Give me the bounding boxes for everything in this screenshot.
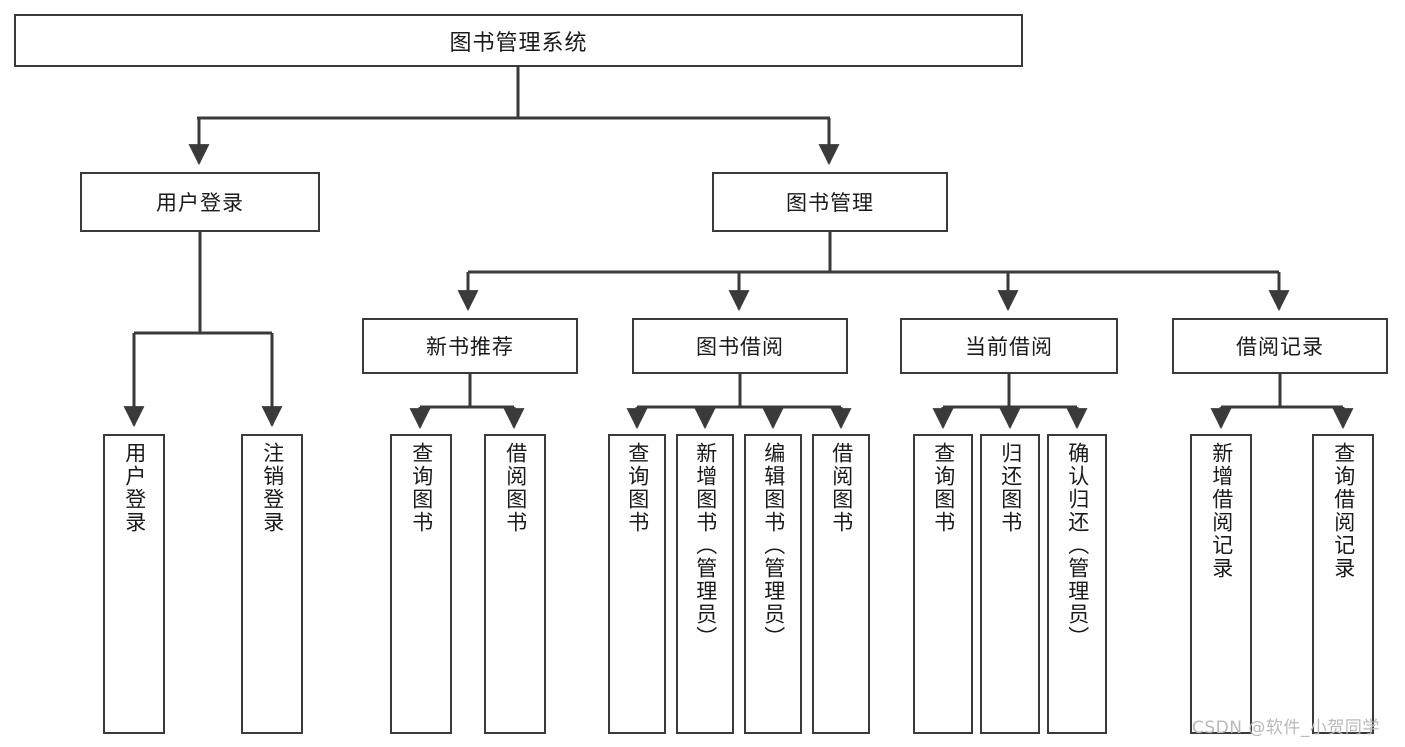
- csdn-watermark: CSDN @软件_小贺同学: [1192, 718, 1380, 738]
- node-user-login[interactable]: 用户登录: [80, 172, 320, 232]
- leaf-query-book-current-label: 查询图书: [931, 442, 956, 534]
- node-new-book-recommend[interactable]: 新书推荐: [362, 318, 578, 374]
- node-book-borrow[interactable]: 图书借阅: [632, 318, 848, 374]
- leaf-borrow-book-label: 借阅图书: [829, 442, 854, 534]
- leaf-query-book-recommend[interactable]: 查询图书: [390, 434, 452, 734]
- leaf-query-book-recommend-label: 查询图书: [409, 442, 434, 534]
- node-current-borrow-label: 当前借阅: [965, 335, 1053, 359]
- leaf-edit-book-admin-label: 编辑图书（管理员）: [761, 442, 786, 649]
- leaf-return-book[interactable]: 归还图书: [980, 434, 1040, 734]
- leaf-user-login-label: 用户登录: [122, 442, 147, 534]
- leaf-return-book-label: 归还图书: [998, 442, 1023, 534]
- node-borrow-record-label: 借阅记录: [1236, 335, 1324, 359]
- leaf-borrow-book[interactable]: 借阅图书: [812, 434, 870, 734]
- leaf-user-logout-label: 注销登录: [260, 442, 285, 534]
- leaf-query-book-borrow-label: 查询图书: [625, 442, 650, 534]
- leaf-add-borrow-record[interactable]: 新增借阅记录: [1190, 434, 1252, 734]
- leaf-borrow-book-recommend[interactable]: 借阅图书: [484, 434, 546, 734]
- leaf-query-book-borrow[interactable]: 查询图书: [608, 434, 666, 734]
- leaf-add-borrow-record-label: 新增借阅记录: [1209, 442, 1234, 580]
- node-book-borrow-label: 图书借阅: [696, 335, 784, 359]
- leaf-query-borrow-record[interactable]: 查询借阅记录: [1312, 434, 1374, 734]
- node-current-borrow[interactable]: 当前借阅: [900, 318, 1118, 374]
- node-user-login-label: 用户登录: [156, 191, 244, 215]
- node-book-management[interactable]: 图书管理: [712, 172, 948, 232]
- node-borrow-record[interactable]: 借阅记录: [1172, 318, 1388, 374]
- node-root[interactable]: 图书管理系统: [14, 14, 1023, 67]
- leaf-query-borrow-record-label: 查询借阅记录: [1331, 442, 1356, 580]
- leaf-query-book-current[interactable]: 查询图书: [913, 434, 973, 734]
- node-book-management-label: 图书管理: [786, 191, 874, 215]
- node-new-book-recommend-label: 新书推荐: [426, 335, 514, 359]
- leaf-confirm-return-admin-label: 确认归还（管理员）: [1065, 442, 1090, 649]
- leaf-add-book-admin-label: 新增图书（管理员）: [693, 442, 718, 649]
- leaf-add-book-admin[interactable]: 新增图书（管理员）: [676, 434, 734, 734]
- leaf-confirm-return-admin[interactable]: 确认归还（管理员）: [1047, 434, 1107, 734]
- leaf-borrow-book-recommend-label: 借阅图书: [503, 442, 528, 534]
- leaf-user-login[interactable]: 用户登录: [103, 434, 165, 734]
- leaf-user-logout[interactable]: 注销登录: [241, 434, 303, 734]
- leaf-edit-book-admin[interactable]: 编辑图书（管理员）: [744, 434, 802, 734]
- node-root-label: 图书管理系统: [449, 30, 588, 56]
